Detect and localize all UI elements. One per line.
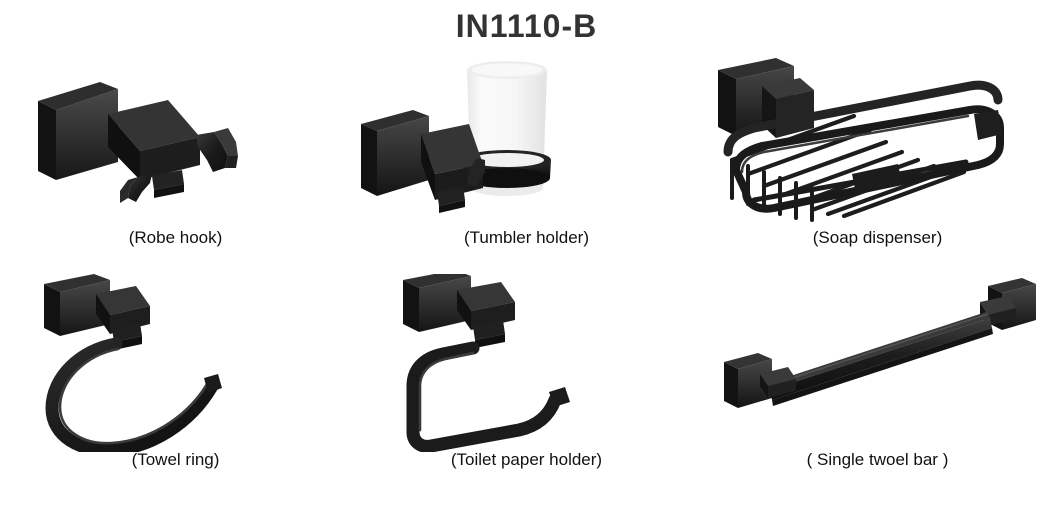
- page-title: IN1110-B: [455, 8, 598, 44]
- product-label: (Towel ring): [131, 450, 220, 469]
- single-towel-bar-icon: [702, 274, 1053, 452]
- tumbler-holder-icon: [351, 52, 702, 230]
- product-card-tumbler-holder[interactable]: (Tumbler holder): [351, 52, 702, 287]
- product-label: (Tumbler holder): [463, 228, 590, 247]
- robe-hook-icon: [0, 52, 351, 230]
- product-card-soap-dispenser[interactable]: (Soap dispenser): [702, 52, 1053, 287]
- product-label: ( Single twoel bar ): [806, 450, 949, 469]
- product-card-toilet-paper-holder[interactable]: (Toilet paper holder): [351, 274, 702, 509]
- product-card-single-towel-bar[interactable]: ( Single twoel bar ): [702, 274, 1053, 509]
- product-label: (Toilet paper holder): [450, 450, 603, 469]
- towel-ring-icon: [0, 274, 351, 452]
- soap-basket-icon: [702, 52, 1053, 230]
- product-card-robe-hook[interactable]: (Robe hook): [0, 52, 351, 287]
- product-grid: (Robe hook): [0, 52, 1053, 522]
- product-card-towel-ring[interactable]: (Towel ring): [0, 274, 351, 509]
- product-label: (Soap dispenser): [812, 228, 943, 247]
- product-label: (Robe hook): [128, 228, 223, 247]
- toilet-paper-holder-icon: [351, 274, 702, 452]
